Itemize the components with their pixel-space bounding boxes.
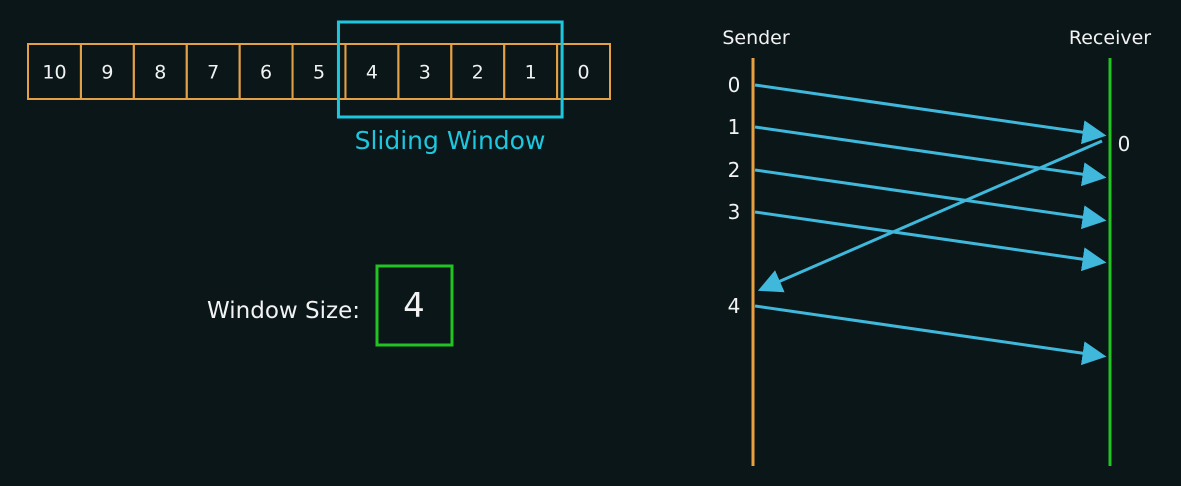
sliding-window-frame — [336, 20, 564, 119]
frame-seq-label: 2 — [728, 158, 741, 182]
frame-seq-label: 1 — [728, 115, 741, 139]
cell-number: 8 — [154, 62, 166, 84]
frame-arrows: 0 1 2 3 4 — [728, 73, 1107, 366]
cell-number: 3 — [419, 62, 431, 84]
sender-label: Sender — [722, 27, 790, 49]
frame-seq-label: 0 — [728, 73, 741, 97]
cell-number: 7 — [207, 62, 219, 84]
cell-border — [556, 43, 611, 100]
cell-number: 2 — [472, 62, 484, 84]
sliding-window-label: Sliding Window — [355, 126, 546, 155]
window-size-value: 4 — [403, 286, 425, 326]
frame-seq-label: 4 — [728, 294, 741, 318]
cell-number: 10 — [42, 62, 66, 84]
frame-arrow — [754, 83, 1107, 145]
cell-number: 9 — [101, 62, 113, 84]
ack-arrow — [757, 139, 1103, 293]
ack-label: 0 — [1118, 132, 1131, 156]
frame-seq-label: 3 — [728, 200, 741, 224]
frame-arrow — [754, 304, 1107, 366]
receiver-label: Receiver — [1069, 27, 1151, 49]
buffer-cell: 0 — [556, 43, 611, 100]
cell-number: 1 — [525, 62, 537, 84]
cell-number: 0 — [577, 62, 589, 84]
window-size-label: Window Size: — [207, 298, 360, 324]
cell-number: 6 — [260, 62, 272, 84]
cell-number: 4 — [366, 62, 378, 84]
frame-arrow — [754, 168, 1107, 230]
window-size-box — [375, 264, 454, 347]
frame-arrow — [754, 210, 1107, 272]
cell-number: 5 — [313, 62, 325, 84]
frame-arrow — [754, 125, 1107, 187]
